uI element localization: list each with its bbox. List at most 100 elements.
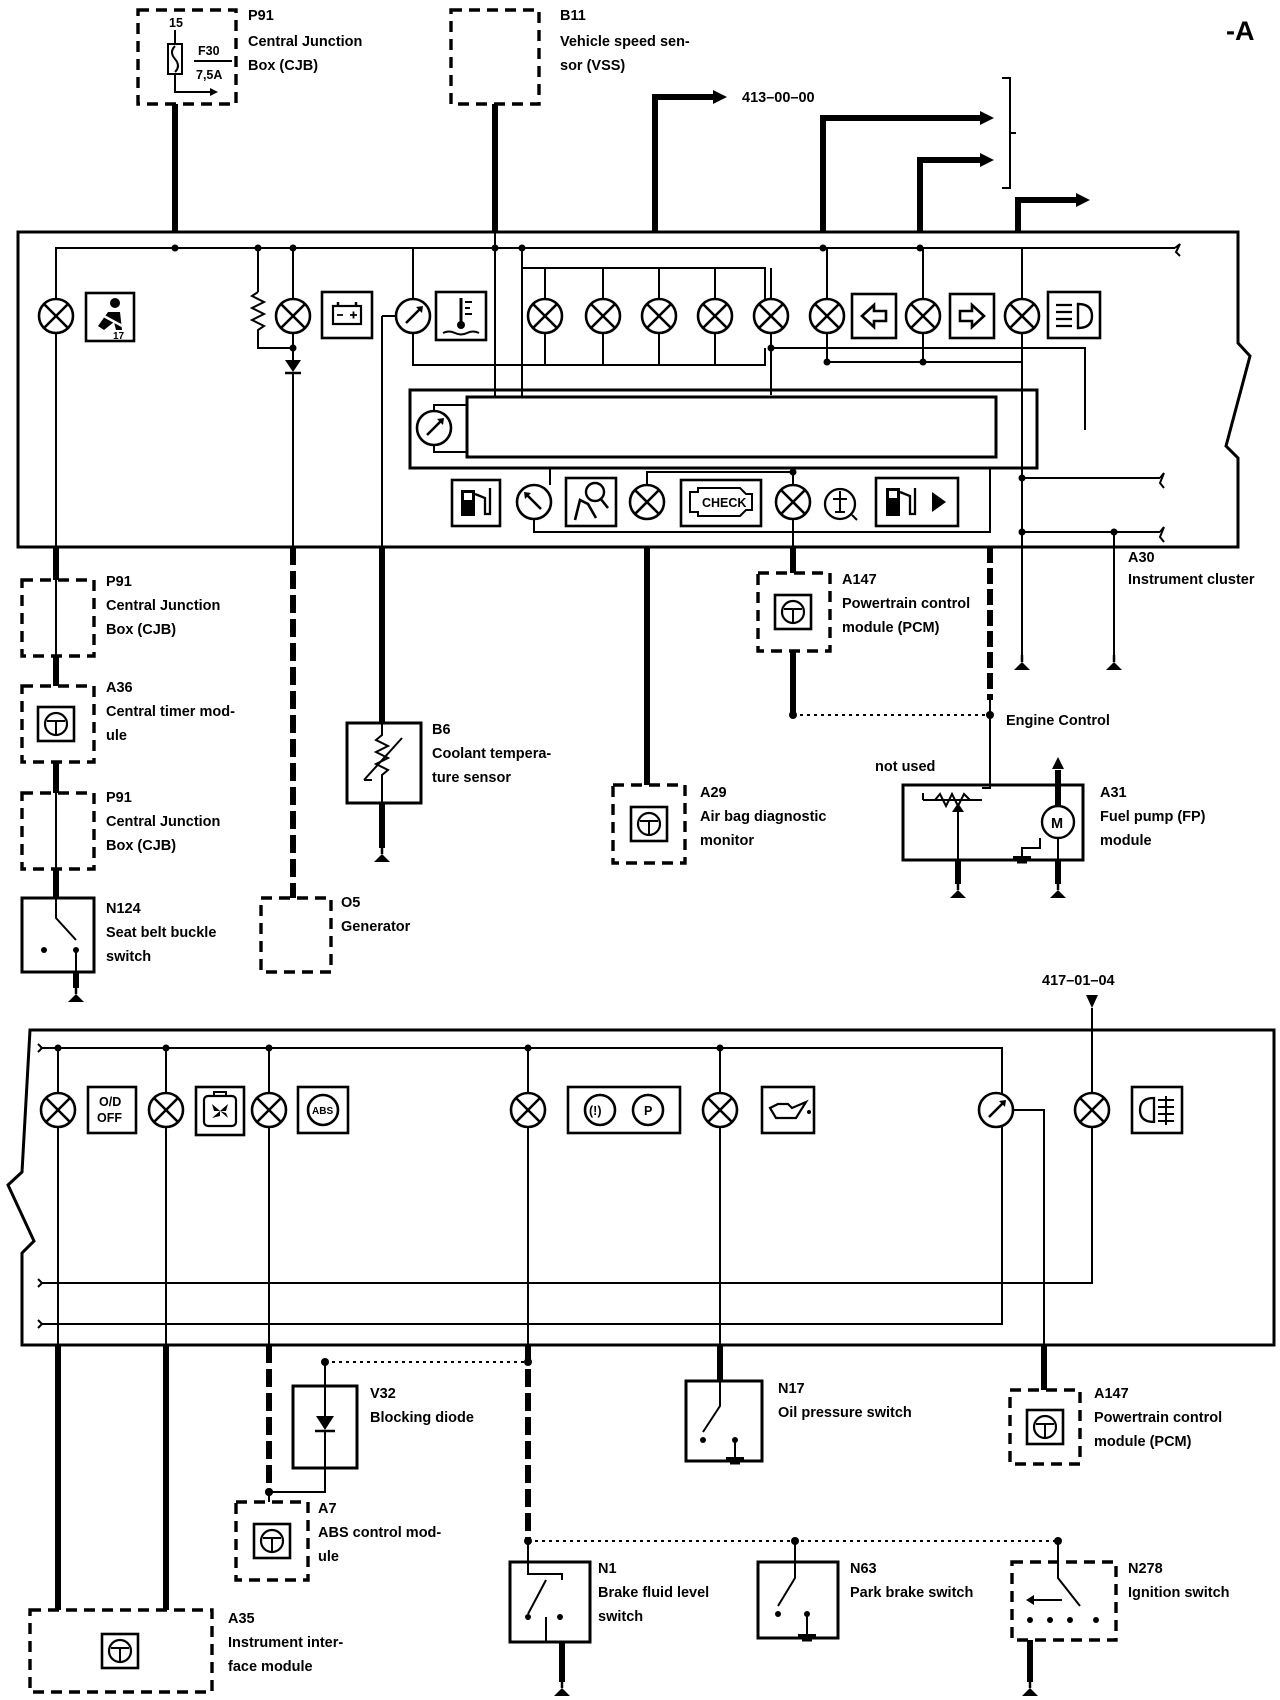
a7-module-icon [252,1522,292,1560]
n1-line2: switch [598,1609,643,1625]
ground-a31-right [1048,881,1068,900]
ground-cluster-2 [1104,653,1124,672]
a7-line2: ule [318,1549,339,1565]
b6-line1: Coolant tempera- [432,746,551,762]
o5-code: O5 [341,895,360,911]
a35-line1: Instrument inter- [228,1635,343,1651]
coolant-temp-gauge [394,297,432,335]
svg-text:(!): (!) [589,1104,602,1118]
a35-interface-box [28,1608,214,1694]
svg-text:OFF: OFF [97,1111,122,1125]
a7-abs-box [234,1500,310,1582]
b6-code: B6 [432,722,451,738]
check-engine-icon: CHECK [679,478,763,528]
a147-code-bottom: A147 [1094,1386,1129,1402]
ground-n1 [552,1679,572,1698]
rear-fog-icon [1130,1085,1184,1135]
a36-line1: Central timer mod- [106,704,235,720]
odometer-display [465,395,998,459]
abs-icon: ABS [296,1085,350,1135]
n17-oil-switch-box [684,1379,764,1463]
a147-line2-top: module (PCM) [842,620,940,636]
n63-code: N63 [850,1561,877,1577]
turn-right-icon [948,292,996,340]
a36-code: A36 [106,680,133,696]
b6-line2: ture sensor [432,770,511,786]
a31-line2: module [1100,833,1152,849]
a35-module-icon [100,1632,140,1670]
p91a-code: P91 [106,574,132,590]
p91-fuse-box [136,8,238,106]
a29-code: A29 [700,785,727,801]
motor-label: M [1051,816,1063,832]
check-engine-lamp [774,483,812,521]
ground-n124 [66,985,86,1004]
svg-text:CHECK: CHECK [702,496,746,510]
n124-line2: switch [106,949,151,965]
n278-ignition-switch [1010,1560,1118,1642]
airbag-warning-lamp [628,483,666,521]
p91-line1: Central Junction [248,34,362,50]
engine-control-connector [1052,757,1064,769]
page-corner-label: -A [1226,16,1255,46]
ground-cluster-1 [1012,653,1032,672]
p91b-code: P91 [106,790,132,806]
oil-pressure-gauge [977,1091,1015,1129]
warning-lamp-4 [696,297,734,335]
p91-cjb-box-b [20,791,96,871]
a35-line2: face module [228,1659,313,1675]
not-used-label: not used [875,759,935,775]
seatbelt-icon: 17 [84,291,136,343]
warning-lamp-2 [584,297,622,335]
n63-park-brake-switch [756,1560,840,1640]
n1-code: N1 [598,1561,617,1577]
n1-line1: Brake fluid level [598,1585,709,1601]
rear-fog-lamp [1073,1091,1111,1129]
a147-module-icon-top [773,593,813,631]
warning-lamp-3 [640,297,678,335]
svg-text:P: P [644,1104,652,1118]
p91-line2: Box (CJB) [248,58,318,74]
ref-417: 417–01–04 [1042,973,1115,989]
instrument-cluster-top [16,230,1252,549]
a7-code: A7 [318,1501,337,1517]
od-off-lamp [39,1091,77,1129]
ground-n278 [1020,1679,1040,1698]
b11-line1: Vehicle speed sen- [560,34,690,50]
p91b-line1: Central Junction [106,814,220,830]
warning-lamp-1 [526,297,564,335]
a147-line1-bottom: Powertrain control [1094,1410,1222,1426]
a31-line1: Fuel pump (FP) [1100,809,1206,825]
b11-line2: sor (VSS) [560,58,625,74]
n124-switch-box [20,896,96,974]
v32-code: V32 [370,1386,396,1402]
a147-code-top: A147 [842,572,877,588]
a31-fuel-pump-module [901,783,1085,862]
p91-code: P91 [248,8,274,24]
high-beam-icon [1046,290,1102,340]
a36-line2: ule [106,728,127,744]
coolant-temp-icon [434,290,488,342]
n17-code: N17 [778,1381,805,1397]
brake-warning-lamp [509,1091,547,1129]
o5-generator-box [259,896,333,974]
b11-vss-box [449,8,541,106]
p91a-line2: Box (CJB) [106,622,176,638]
cooling-fan-icon [194,1085,246,1137]
a147-line2-bottom: module (PCM) [1094,1434,1192,1450]
glow-plug-icon [823,487,858,521]
a30-code: A30 [1128,550,1155,566]
instrument-cluster-bottom [6,1028,1276,1347]
oil-pressure-lamp [701,1091,739,1129]
n278-name: Ignition switch [1128,1585,1230,1601]
od-off-icon: O/D OFF [86,1085,138,1135]
terminal-15-label: 15 [169,16,183,30]
b6-coolant-sensor-box [345,721,423,805]
a147-line1-top: Powertrain control [842,596,970,612]
charge-warning-lamp [274,297,312,335]
a31-code: A31 [1100,785,1127,801]
a29-line2: monitor [700,833,754,849]
oil-can-icon [760,1085,816,1135]
n63-name: Park brake switch [850,1585,973,1601]
